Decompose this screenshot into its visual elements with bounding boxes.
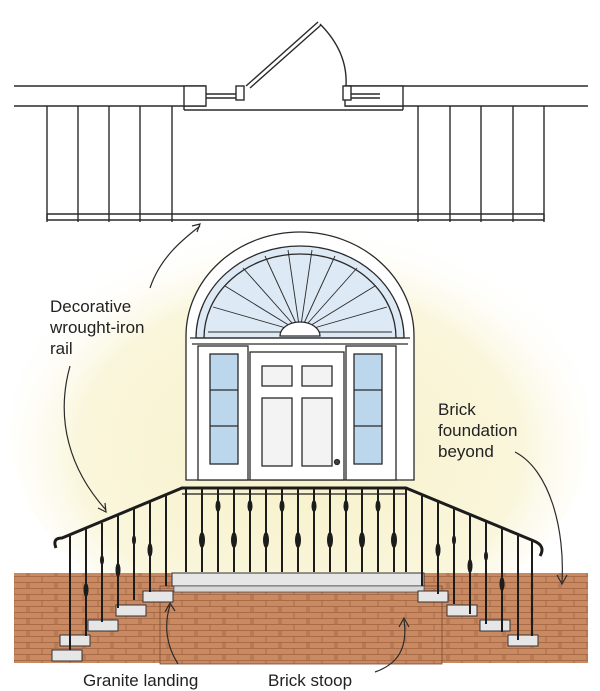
entry-door-assembly [185,231,415,481]
granite-landing-face [173,585,425,593]
granite-landing-arrow [166,604,179,665]
door-knob [333,458,341,466]
plan-view [14,21,588,222]
brick-foundation-arrow [514,451,563,583]
granite-landing [171,572,425,587]
brick-stoop-arrow [374,619,406,673]
label-decorative-rail: Decorative wrought-iron rail [50,297,145,358]
wrought-iron-rail [53,486,544,650]
rail-elevation-arrow [63,365,107,511]
sidelight-right [353,353,383,465]
leader-lines [63,223,568,673]
sidelight-left [209,353,239,465]
label-brick-foundation: Brick foundation beyond [438,400,518,461]
granite-steps-right [417,590,539,647]
label-granite-landing: Granite landing [83,671,199,690]
brick-stoop [159,585,443,665]
rail-plan-arrow [149,225,201,289]
label-brick-stoop: Brick stoop [268,671,353,690]
